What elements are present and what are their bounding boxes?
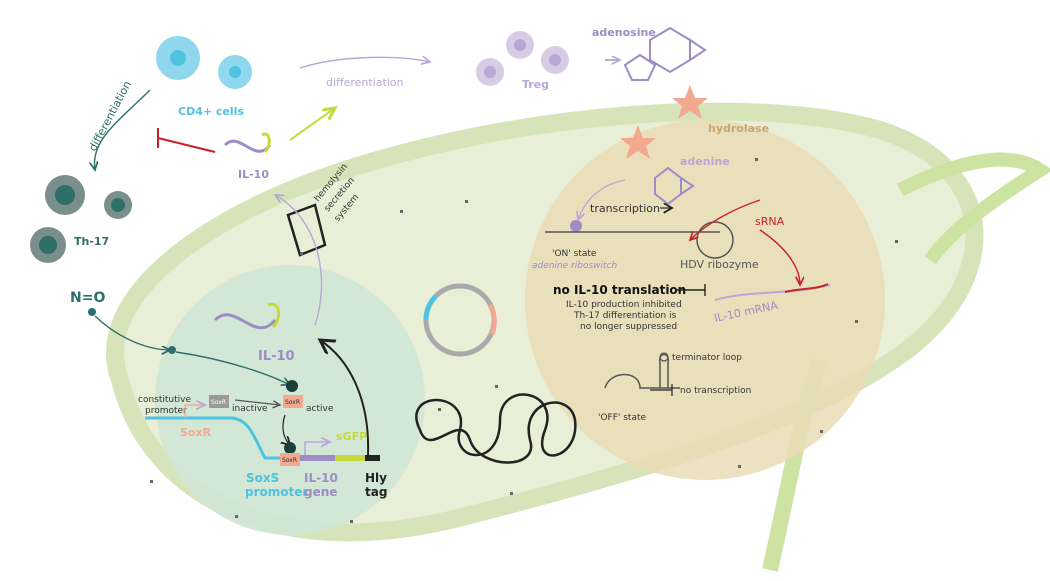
differentiation-top-label: differentiation (326, 76, 404, 89)
transcription-label: transcription (590, 202, 660, 215)
adenosine-label: adenosine (592, 26, 656, 39)
arrow-to-treg (299, 57, 430, 69)
inactive-label: inactive (232, 404, 268, 414)
constitutive-label-2: promoter (145, 406, 187, 416)
terminator-label: terminator loop (672, 353, 742, 363)
th17-label: Th-17 (74, 235, 109, 248)
soxr-inactive-box (209, 395, 229, 408)
riboswitch-label: adenine riboswitch (532, 261, 618, 271)
inhibit-line (157, 137, 216, 153)
scatter-dots (150, 158, 898, 523)
il10-protein-mid (213, 313, 277, 330)
hly-tag-label: tag (365, 485, 387, 499)
adenine-molecule (654, 166, 695, 206)
differentiation-left-label: differentiation (86, 79, 134, 154)
adenine-label: adenine (680, 155, 730, 168)
arrow-to-cd4 (289, 108, 335, 141)
constitutive-label-1: constitutive (138, 395, 191, 405)
inhibit-text-3: no longer suppressed (580, 322, 677, 332)
sgfp-label: sGFP (336, 430, 367, 443)
hydrolase-label: hydrolase (708, 122, 769, 135)
soxs-label: SoxS (246, 471, 279, 485)
hly-label: Hly (365, 471, 387, 485)
il10-gene-label-2: gene (304, 485, 337, 499)
no-radical: N=O (70, 290, 105, 306)
il10-gene-label: IL-10 (304, 471, 338, 485)
off-state-label: 'OFF' state (598, 413, 647, 423)
hdv-label: HDV ribozyme (680, 258, 759, 271)
riboswitch-zoom-zone (525, 120, 885, 480)
on-state-label: 'ON' state (552, 249, 597, 259)
cd4-cells (156, 36, 252, 89)
no-transcription-label: no transcription (680, 386, 751, 396)
il10-protein-top (223, 139, 272, 153)
treg-label: Treg (522, 78, 549, 91)
svg-text:SoxR: SoxR (285, 399, 300, 406)
soxr-active-box (283, 395, 303, 408)
il10-top-label: IL-10 (238, 168, 269, 181)
no-translation-label: no IL-10 translation (553, 283, 686, 297)
il10-mid-label: IL-10 (258, 349, 295, 364)
arrow-to-th17 (94, 89, 151, 170)
active-label: active (306, 404, 334, 414)
hemolysin-channel (286, 203, 327, 257)
cd4-label: CD4+ cells (178, 105, 244, 118)
adenosine-molecule (623, 26, 707, 81)
hydrolase-star-icon (672, 85, 708, 119)
svg-text:SoxR: SoxR (282, 457, 297, 464)
th17-cells (30, 175, 132, 263)
soxs-promoter-label: promoter (245, 485, 308, 499)
chromosome (415, 393, 577, 464)
inhibit-text-2: Th-17 differentiation is (573, 311, 677, 321)
inhibit-text-1: IL-10 production inhibited (566, 300, 682, 310)
svg-text:SoxR: SoxR (211, 399, 226, 406)
soxr-gene-label: SoxR (180, 426, 212, 439)
hydrolase-star-icon-2 (620, 125, 656, 159)
soxr-bound-box (280, 453, 300, 466)
treg-cells (476, 31, 569, 86)
off-state-rna (604, 373, 680, 389)
srna-label: sRNA (755, 215, 785, 228)
